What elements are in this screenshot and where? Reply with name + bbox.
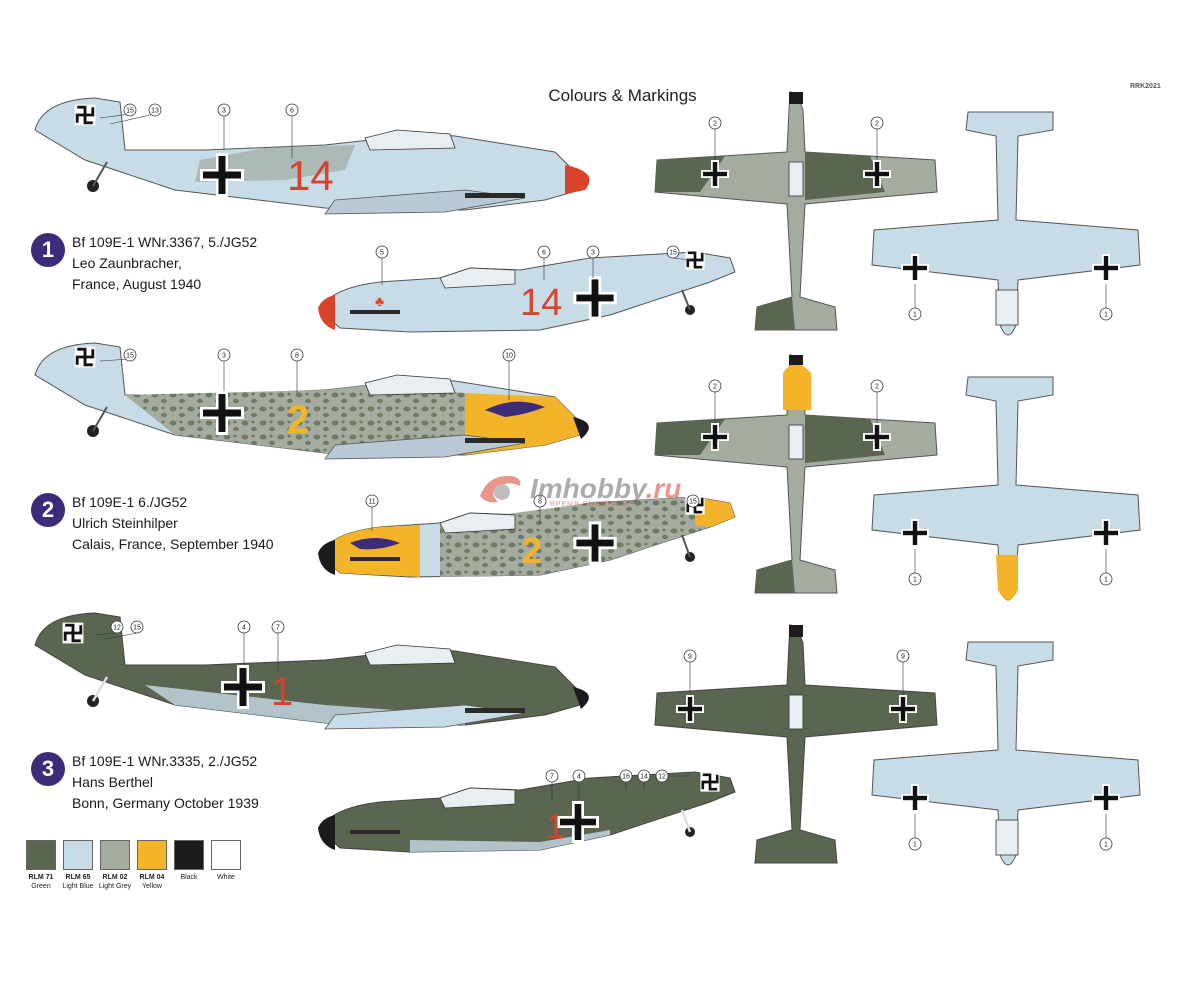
marking-3-text: Bf 109E-1 WNr.3335, 2./JG52 Hans Berthel… [72, 751, 259, 814]
svg-text:4: 4 [242, 625, 246, 632]
marking-3-line1: Bf 109E-1 WNr.3335, 2./JG52 [72, 753, 258, 769]
svg-text:14: 14 [640, 774, 648, 781]
svg-text:3: 3 [222, 353, 226, 360]
marking-1-badge: 1 [31, 233, 65, 267]
watermark: Imhobby.ru ВРЕМЯ ВЫБИРАТЬ... [478, 470, 681, 510]
svg-text:6: 6 [290, 108, 294, 115]
marking-2-line1: Bf 109E-1 6./JG52 [72, 494, 188, 510]
svg-text:2: 2 [875, 121, 879, 128]
swatch-rlm02 [100, 840, 130, 870]
svg-text:10: 10 [505, 353, 513, 360]
palette-swatch [211, 840, 241, 870]
marking-2-line3: Calais, France, September 1940 [72, 536, 274, 552]
swatch-rlm65 [63, 840, 93, 870]
svg-text:13: 13 [151, 108, 159, 115]
svg-text:3: 3 [591, 250, 595, 257]
svg-text:3: 3 [222, 108, 226, 115]
marking-1-line1: Bf 109E-1 WNr.3367, 5./JG52 [72, 234, 258, 250]
svg-text:4: 4 [577, 774, 581, 781]
palette-swatch [26, 840, 56, 870]
marking-1-line2: Leo Zaunbracher, [72, 255, 182, 271]
aircraft-3-code-right: 1 [546, 808, 565, 846]
aircraft-2-left-profile: 2 15 3 8 10 [34, 342, 589, 460]
aircraft-2-right-profile: 2 11 8 15 [318, 494, 736, 578]
svg-text:8: 8 [538, 499, 542, 506]
svg-text:2: 2 [713, 121, 717, 128]
aircraft-1-code-right: 14 [520, 282, 562, 324]
svg-text:12: 12 [113, 625, 121, 632]
svg-text:9: 9 [688, 654, 692, 661]
marking-2-line2: Ulrich Steinhilper [72, 515, 178, 531]
svg-text:♣: ♣ [375, 293, 384, 309]
svg-text:15: 15 [669, 250, 677, 257]
aircraft-1-bottom-view: 1 1 [871, 111, 1141, 336]
palette-swatch [174, 840, 204, 870]
svg-text:15: 15 [126, 108, 134, 115]
svg-text:7: 7 [550, 774, 554, 781]
svg-text:1: 1 [913, 842, 917, 849]
colour-palette [26, 840, 241, 870]
svg-text:6: 6 [542, 250, 546, 257]
palette-swatch [137, 840, 167, 870]
swatch-white [211, 840, 241, 870]
aircraft-2-bottom-view: 1 1 [871, 376, 1141, 601]
aircraft-1-code-left: 14 [287, 152, 334, 199]
palette-swatch [63, 840, 93, 870]
watermark-logo-icon [480, 475, 521, 503]
aircraft-3-top-view: 9 9 [654, 624, 938, 864]
palette-label: Black [180, 874, 198, 881]
marking-3-badge: 3 [31, 752, 65, 786]
marking-3-line2: Hans Berthel [72, 774, 153, 790]
svg-text:1: 1 [1104, 842, 1108, 849]
swatch-rlm04 [137, 840, 167, 870]
aircraft-2-top-view: 2 2 [654, 354, 938, 594]
svg-text:12: 12 [658, 774, 666, 781]
marking-1-text: Bf 109E-1 WNr.3367, 5./JG52 Leo Zaunbrac… [72, 232, 257, 295]
marking-2-text: Bf 109E-1 6./JG52 Ulrich Steinhilper Cal… [72, 492, 274, 555]
svg-text:7: 7 [276, 625, 280, 632]
sheet-code: RRK2021 [1130, 83, 1161, 90]
svg-text:2: 2 [713, 384, 717, 391]
palette-swatch [100, 840, 130, 870]
svg-text:15: 15 [689, 499, 697, 506]
aircraft-2-code-left: 2 [287, 398, 309, 442]
aircraft-3-left-profile: 1 12 15 4 7 [34, 612, 589, 730]
svg-text:11: 11 [368, 499, 375, 506]
aircraft-3-bottom-view: 1 1 [871, 641, 1141, 866]
svg-text:2: 2 [875, 384, 879, 391]
svg-text:8: 8 [295, 353, 299, 360]
aircraft-3-code-left: 1 [271, 670, 293, 714]
svg-text:1: 1 [913, 577, 917, 584]
watermark-brand: Imhobby.ru [530, 472, 682, 504]
svg-text:15: 15 [133, 625, 141, 632]
aircraft-2-code-right: 2 [522, 530, 542, 571]
svg-text:9: 9 [901, 654, 905, 661]
svg-text:16: 16 [622, 774, 630, 781]
svg-text:15: 15 [126, 353, 134, 360]
marking-3-line3: Bonn, Germany October 1939 [72, 795, 259, 811]
palette-label: White [217, 874, 235, 881]
swatch-black [174, 840, 204, 870]
aircraft-1-right-profile: 14 ♣ 5 6 3 15 [318, 245, 736, 333]
marking-2-badge: 2 [31, 493, 65, 527]
svg-text:1: 1 [1104, 577, 1108, 584]
svg-text:5: 5 [380, 250, 384, 257]
svg-text:1: 1 [913, 312, 917, 319]
aircraft-3-right-profile: 1 7 4 16 14 12 [318, 769, 736, 853]
marking-1-line3: France, August 1940 [72, 276, 202, 292]
page-title: Colours & Markings [548, 86, 697, 105]
svg-text:1: 1 [1104, 312, 1108, 319]
aircraft-1-left-profile: 14 15 13 3 6 [34, 97, 590, 215]
swatch-rlm71 [26, 840, 56, 870]
aircraft-1-top-view: 2 2 [654, 91, 938, 331]
watermark-slogan: ВРЕМЯ ВЫБИРАТЬ... [550, 500, 638, 508]
